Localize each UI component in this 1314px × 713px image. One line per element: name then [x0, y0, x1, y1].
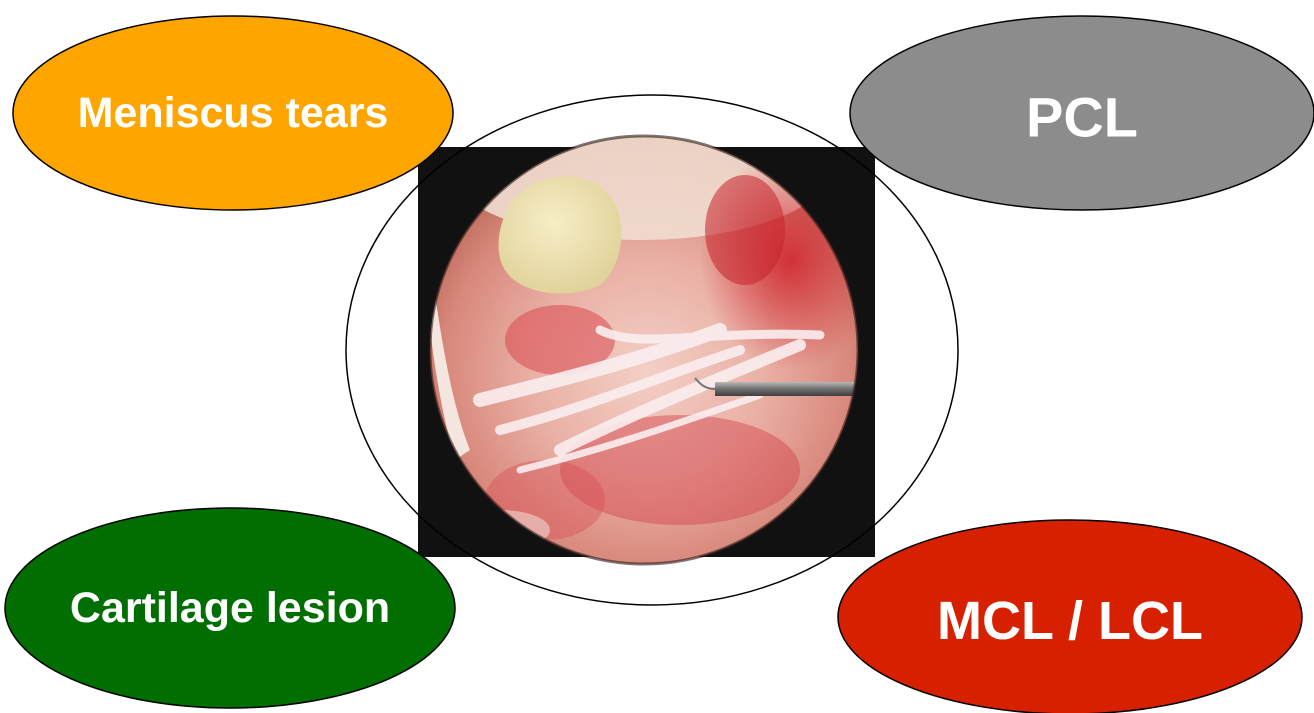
node-mcl-lcl: MCL / LCL: [838, 520, 1302, 713]
node-cartilage-label: Cartilage lesion: [70, 584, 390, 632]
node-cartilage-lesion: Cartilage lesion: [5, 508, 455, 708]
node-pcl: PCL: [850, 16, 1314, 210]
node-meniscus-label: Meniscus tears: [78, 89, 389, 137]
node-pcl-label: PCL: [1026, 86, 1138, 149]
node-meniscus-tears: Meniscus tears: [13, 16, 453, 210]
arthroscopy-photo: [418, 100, 880, 570]
node-mcl-lcl-label: MCL / LCL: [937, 591, 1203, 651]
